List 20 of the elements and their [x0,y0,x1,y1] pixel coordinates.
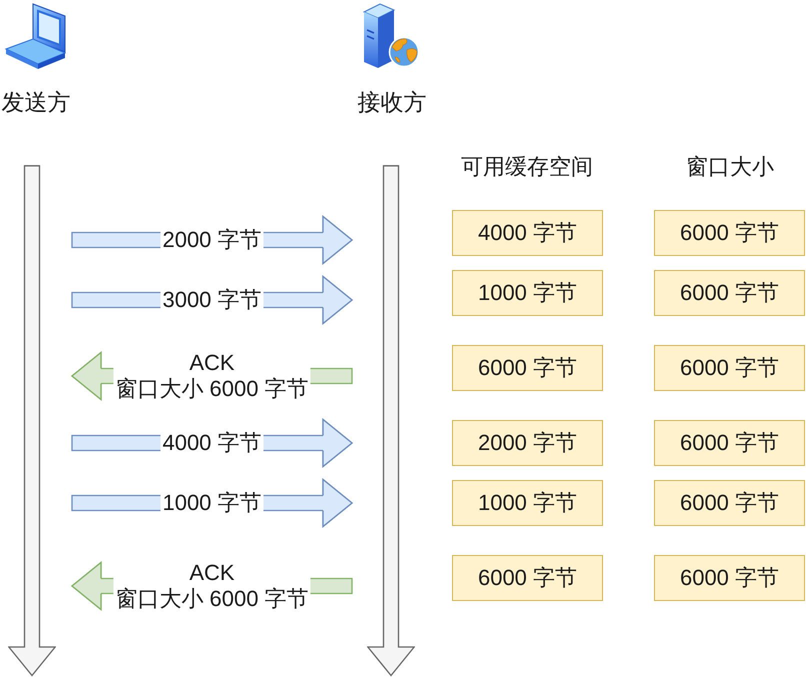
table-cell: 4000 字节 [452,210,603,256]
table-cell: 6000 字节 [654,555,805,601]
table-cell: 6000 字节 [654,270,805,316]
column-header: 窗口大小 [686,154,774,180]
participant-label: 接收方 [358,88,426,116]
table-cell: 6000 字节 [654,480,805,526]
table-cell: 6000 字节 [654,210,805,256]
table-cell: 1000 字节 [452,480,603,526]
table-cell: 6000 字节 [452,555,603,601]
edge-label: 3000 字节 [160,287,264,313]
table-cell: 6000 字节 [654,420,805,466]
edge-label: 2000 字节 [160,227,264,253]
table-cell: 1000 字节 [452,270,603,316]
table-cell: 6000 字节 [654,345,805,391]
table-cell: 2000 字节 [452,420,603,466]
edge-label: 1000 字节 [160,490,264,516]
column-header: 可用缓存空间 [461,154,593,180]
edge-label: 4000 字节 [160,430,264,456]
participant-label: 发送方 [2,88,70,116]
table-cell: 6000 字节 [452,345,603,391]
